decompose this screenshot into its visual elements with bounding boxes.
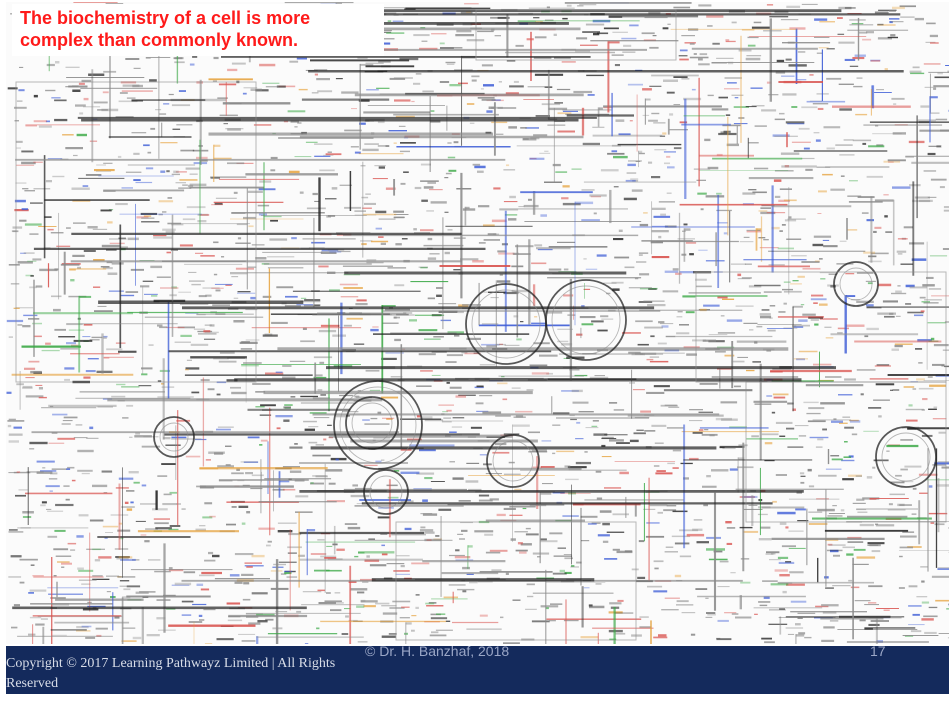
title-box: The biochemistry of a cell is more compl… bbox=[12, 4, 384, 56]
metabolic-pathways-map-image bbox=[6, 2, 949, 644]
slide-title-line-2: complex than commonly known. bbox=[20, 30, 299, 50]
footer-bar bbox=[6, 646, 949, 694]
pathway-network-drawing bbox=[6, 2, 949, 644]
copyright-text: Copyright © 2017 Learning Pathwayz Limit… bbox=[6, 656, 336, 671]
author-credit: © Dr. H. Banzhaf, 2018 bbox=[365, 643, 510, 659]
copyright-text-continued: Reserved bbox=[6, 676, 59, 691]
slide-number: 17 bbox=[870, 643, 886, 659]
slide-title-line-1: The biochemistry of a cell is more bbox=[20, 8, 311, 28]
